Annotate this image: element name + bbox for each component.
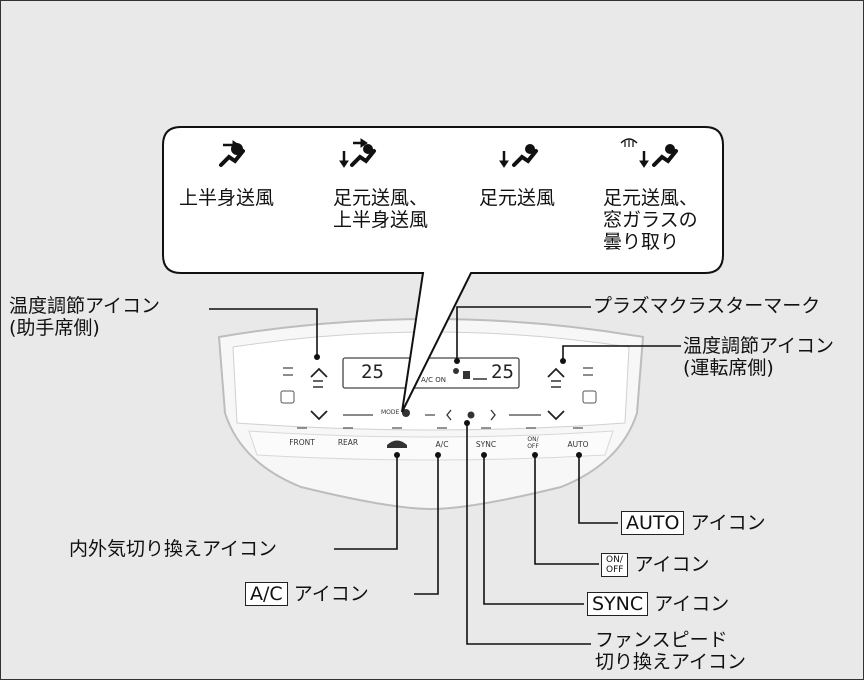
- fan-onoff-suffix: アイコン: [634, 553, 710, 576]
- fan-icon: [467, 411, 475, 419]
- temp-left-readout: 25: [361, 361, 384, 383]
- leader-ac: [414, 455, 439, 595]
- mode-floor-defrost-icon: [620, 138, 678, 168]
- leader-temp-left: [209, 308, 318, 357]
- leader-fan-onoff: [534, 455, 599, 565]
- leader-recirc: [334, 455, 398, 550]
- speech-balloon: [162, 126, 724, 413]
- fan-bar: [463, 371, 470, 379]
- mode-label-floor: 足元送風: [479, 187, 556, 209]
- ac-button[interactable]: A/C: [435, 440, 449, 449]
- auto-key: AUTO: [621, 511, 685, 535]
- auto-button[interactable]: AUTO: [567, 440, 589, 449]
- callout-sync: SYNC アイコン: [587, 592, 730, 616]
- mode-upper-body-icon: [219, 140, 245, 167]
- leader-dot: [576, 452, 582, 458]
- auto-suffix: アイコン: [690, 512, 766, 534]
- recirculation-icon: [387, 440, 407, 448]
- callout-temp-left: 温度調節アイコン (助手席側): [9, 295, 161, 339]
- seat-heater-left-icon: [280, 390, 295, 404]
- mode-label-upper: 上半身送風: [179, 187, 275, 209]
- leader-dot: [454, 358, 460, 364]
- callout-fan-onoff: ON/ OFF アイコン: [601, 553, 710, 577]
- callout-temp-right: 温度調節アイコン (運転席側): [683, 335, 835, 379]
- leader-dot: [435, 452, 441, 458]
- leader-plasma: [456, 306, 591, 361]
- temp-down-left-icon: [310, 410, 328, 421]
- ac-suffix: アイコン: [293, 583, 369, 605]
- leader-sync: [483, 455, 584, 605]
- sync-suffix: アイコン: [654, 593, 730, 615]
- temp-up-left-icon: [310, 367, 328, 378]
- fan-down-icon: [446, 409, 452, 421]
- mode-floor-icon: [499, 144, 538, 168]
- leader-dot: [394, 452, 400, 458]
- callout-recirc: 内外気切り換えアイコン: [69, 538, 278, 560]
- temp-right-readout: 25: [491, 361, 514, 383]
- fan-onoff-button[interactable]: ON/ OFF: [527, 436, 539, 450]
- ac-on-indicator: A/C ON: [421, 376, 447, 384]
- callout-ac: A/C アイコン: [245, 582, 369, 606]
- leader-dot: [314, 354, 320, 360]
- panel-lower-strip: [248, 430, 614, 461]
- mode-button[interactable]: MODE: [381, 409, 400, 416]
- mode-bilevel-icon: [339, 138, 376, 168]
- lcd-display: [342, 357, 520, 389]
- leader-dot: [560, 358, 566, 364]
- callout-auto: AUTO アイコン: [621, 511, 766, 535]
- mode-label-bilevel: 足元送風、 上半身送風: [333, 187, 429, 231]
- front-defrost-button[interactable]: FRONT: [289, 438, 315, 447]
- callout-plasma: プラズマクラスターマーク: [593, 295, 821, 317]
- leader-dot: [464, 420, 470, 426]
- fan-up-icon: [490, 409, 496, 421]
- mode-icon: [402, 409, 410, 417]
- seat-heater-right-icon: [582, 390, 597, 404]
- fan-onoff-key: ON/ OFF: [601, 553, 629, 577]
- temp-down-right-icon: [547, 410, 565, 421]
- rear-defrost-button[interactable]: REAR: [337, 438, 359, 447]
- leader-temp-right: [562, 345, 681, 361]
- callout-fanspeed: ファンスピード 切り換えアイコン: [595, 629, 747, 673]
- sync-key: SYNC: [587, 592, 649, 616]
- leader-fanspeed: [466, 423, 591, 645]
- mode-label-floor-defrost: 足元送風、 窓ガラスの 曇り取り: [603, 187, 699, 253]
- plasma-icon: [453, 368, 459, 374]
- leader-dot: [532, 452, 538, 458]
- temp-up-right-icon: [547, 367, 565, 378]
- leader-auto: [578, 455, 618, 524]
- leader-dot: [481, 452, 487, 458]
- ac-key: A/C: [245, 582, 288, 606]
- sync-button[interactable]: SYNC: [475, 440, 497, 449]
